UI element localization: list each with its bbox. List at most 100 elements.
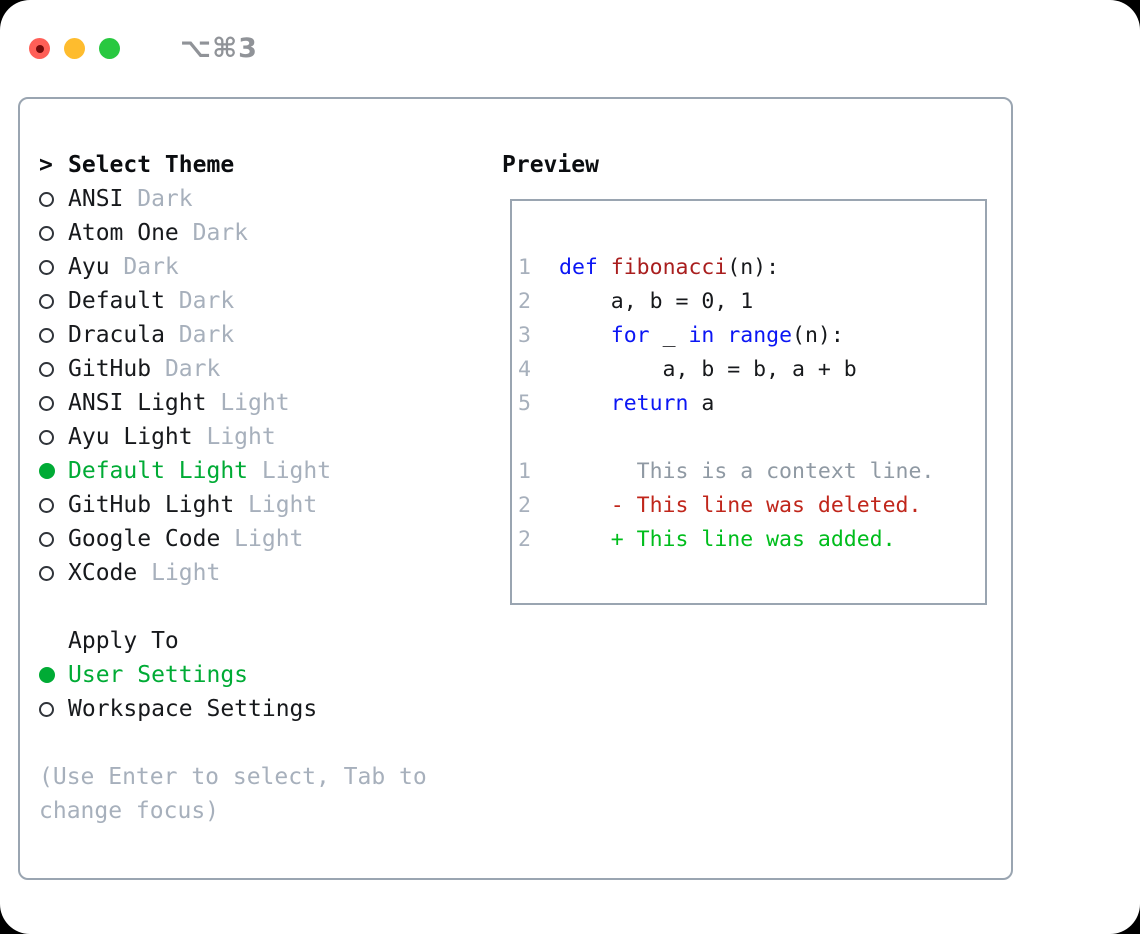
radio-icon — [39, 701, 54, 717]
code-segment — [714, 323, 727, 348]
line-number: 3 — [518, 323, 531, 348]
code-segment: This is a context line. — [559, 459, 935, 484]
code-segment: return — [610, 391, 689, 416]
code-segment: a, b = 0, 1 — [559, 289, 754, 314]
maximize-button[interactable] — [99, 38, 120, 59]
code-segment: + This line was added. — [559, 527, 896, 552]
option-variant-label: Dark — [137, 186, 193, 212]
radio-cell — [39, 429, 68, 445]
option-label: Google Code — [68, 526, 221, 552]
option-label: Ayu — [68, 254, 110, 280]
line-number: 2 — [518, 493, 531, 518]
radio-cell — [39, 395, 68, 411]
code-line: 2 - This line was deleted. — [518, 489, 985, 523]
code-line: 2 a, b = 0, 1 — [518, 285, 985, 319]
radio-cell — [39, 225, 68, 241]
help-hint-line2: change focus) — [39, 798, 220, 824]
radio-cell — [39, 667, 68, 683]
option-variant-label: Light — [261, 458, 332, 484]
option-label: GitHub — [68, 356, 152, 382]
line-number: 2 — [518, 289, 531, 314]
option-label: GitHub Light — [68, 492, 235, 518]
spacer — [39, 726, 489, 760]
titlebar: ⌥⌘3 — [0, 0, 1140, 97]
option-label: XCode — [68, 560, 138, 586]
code-segment — [598, 255, 611, 280]
option-label: Default — [68, 288, 165, 314]
theme-panel-header: > Select Theme — [39, 148, 489, 182]
option-label: Atom One — [68, 220, 179, 246]
radio-icon — [39, 497, 54, 513]
option-variant-label: Light — [248, 492, 318, 518]
code-segment — [559, 391, 611, 416]
theme-option-github[interactable]: GitHub Dark — [39, 352, 489, 386]
option-label: Default Light — [68, 458, 249, 484]
option-variant-label: Dark — [164, 356, 221, 382]
option-variant-label: Light — [206, 424, 276, 450]
code-segment: (n): — [792, 323, 844, 348]
code-segment: _ — [649, 323, 689, 348]
theme-option-github-light[interactable]: GitHub Light Light — [39, 488, 489, 522]
line-number: 1 — [518, 459, 531, 484]
apply-option-user-settings[interactable]: User Settings — [39, 658, 489, 692]
code-segment: fibonacci — [610, 255, 728, 280]
line-number: 1 — [518, 255, 531, 280]
code-line: 2 + This line was added. — [518, 523, 985, 557]
radio-icon — [39, 395, 54, 411]
theme-option-ayu[interactable]: Ayu Dark — [39, 250, 489, 284]
theme-option-xcode[interactable]: XCode Light — [39, 556, 489, 590]
window-shortcut-label: ⌥⌘3 — [180, 33, 258, 64]
radio-cell — [39, 463, 68, 479]
apply-option-workspace-settings[interactable]: Workspace Settings — [39, 692, 489, 726]
option-label: Workspace Settings — [68, 696, 318, 722]
option-variant-label: Dark — [123, 254, 179, 280]
spacer — [39, 590, 489, 624]
close-button[interactable] — [29, 38, 50, 59]
option-variant-label: Light — [220, 390, 290, 416]
code-segment: - This line was deleted. — [559, 493, 922, 518]
code-line: 3 for _ in range(n): — [518, 319, 985, 353]
line-number: 4 — [518, 357, 531, 382]
radio-icon — [39, 565, 54, 581]
option-variant-label: Dark — [178, 322, 235, 348]
radio-selected-icon — [39, 667, 55, 683]
prompt-icon: > — [39, 152, 53, 178]
radio-icon — [39, 361, 54, 377]
option-variant-label: Light — [151, 560, 221, 586]
radio-icon — [39, 293, 54, 309]
help-hint-line1: (Use Enter to select, Tab to — [39, 764, 427, 790]
radio-cell — [39, 259, 68, 275]
radio-icon — [39, 429, 54, 445]
radio-cell — [39, 191, 68, 207]
radio-cell — [39, 565, 68, 581]
theme-option-default-light[interactable]: Default Light Light — [39, 454, 489, 488]
radio-icon — [39, 327, 54, 343]
radio-cell — [39, 497, 68, 513]
radio-cell — [39, 701, 68, 717]
code-segment: def — [559, 255, 598, 280]
code-segment: in — [688, 323, 715, 348]
code-segment — [559, 323, 611, 348]
line-number: 5 — [518, 391, 531, 416]
radio-cell — [39, 293, 68, 309]
code-line: 5 return a — [518, 387, 985, 421]
minimize-button[interactable] — [64, 38, 85, 59]
radio-cell — [39, 361, 68, 377]
radio-cell — [39, 327, 68, 343]
radio-selected-icon — [39, 463, 55, 479]
code-segment: a — [688, 391, 715, 416]
